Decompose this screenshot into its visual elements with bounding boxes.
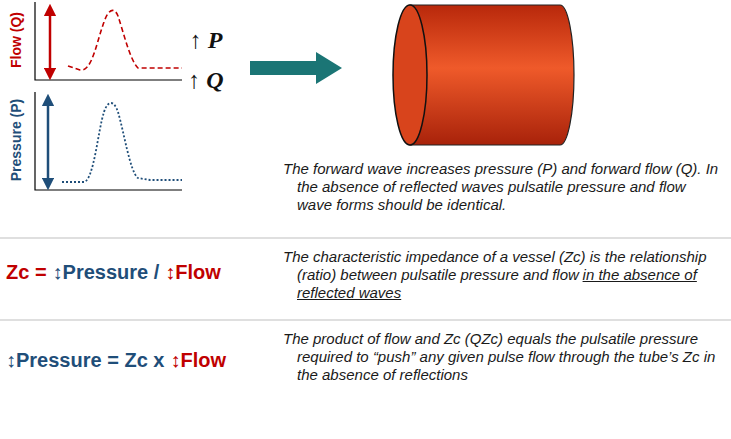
axis-label: Flow (Q) [8, 12, 24, 68]
row-separator [0, 238, 731, 239]
flow-chart [35, 2, 182, 80]
row-separator [0, 320, 731, 321]
chart-axis [35, 2, 182, 80]
pressure-wave [62, 103, 182, 182]
tube-body [410, 5, 574, 145]
description-block: The product of flow and Zc (QZc) equals … [283, 330, 723, 384]
amplitude-arrow [49, 10, 52, 74]
flow-wave [68, 10, 182, 70]
description-block: The characteristic impedance of a vessel… [283, 248, 723, 302]
description-text: The product of flow and Zc (QZc) equals … [283, 330, 715, 383]
equation-term: ↕Flow [165, 261, 221, 283]
equation-term: ↕Pressure / [53, 261, 160, 283]
vessel-tube [393, 5, 574, 145]
pressure-chart [35, 92, 182, 190]
axis-label: Pressure (P) [8, 99, 24, 181]
increase-symbol: ↑ Q [188, 67, 223, 94]
amplitude-arrow [47, 100, 50, 184]
chart-axis [35, 92, 182, 190]
tube-opening [393, 5, 427, 145]
equation-term: ↕Flow [170, 349, 226, 371]
equation: Zc = ↕Pressure /↕Flow [6, 261, 227, 284]
forward-wave-arrow [250, 52, 342, 84]
equation-term: Zc = [6, 261, 47, 283]
description-text: The forward wave increases pressure (P) … [283, 160, 718, 213]
equation-term: ↕Pressure = Zc x [6, 349, 164, 371]
description-block: The forward wave increases pressure (P) … [283, 160, 723, 214]
equation: ↕Pressure = Zc x ↕Flow [6, 349, 232, 372]
increase-symbol: ↑ P [190, 27, 223, 54]
